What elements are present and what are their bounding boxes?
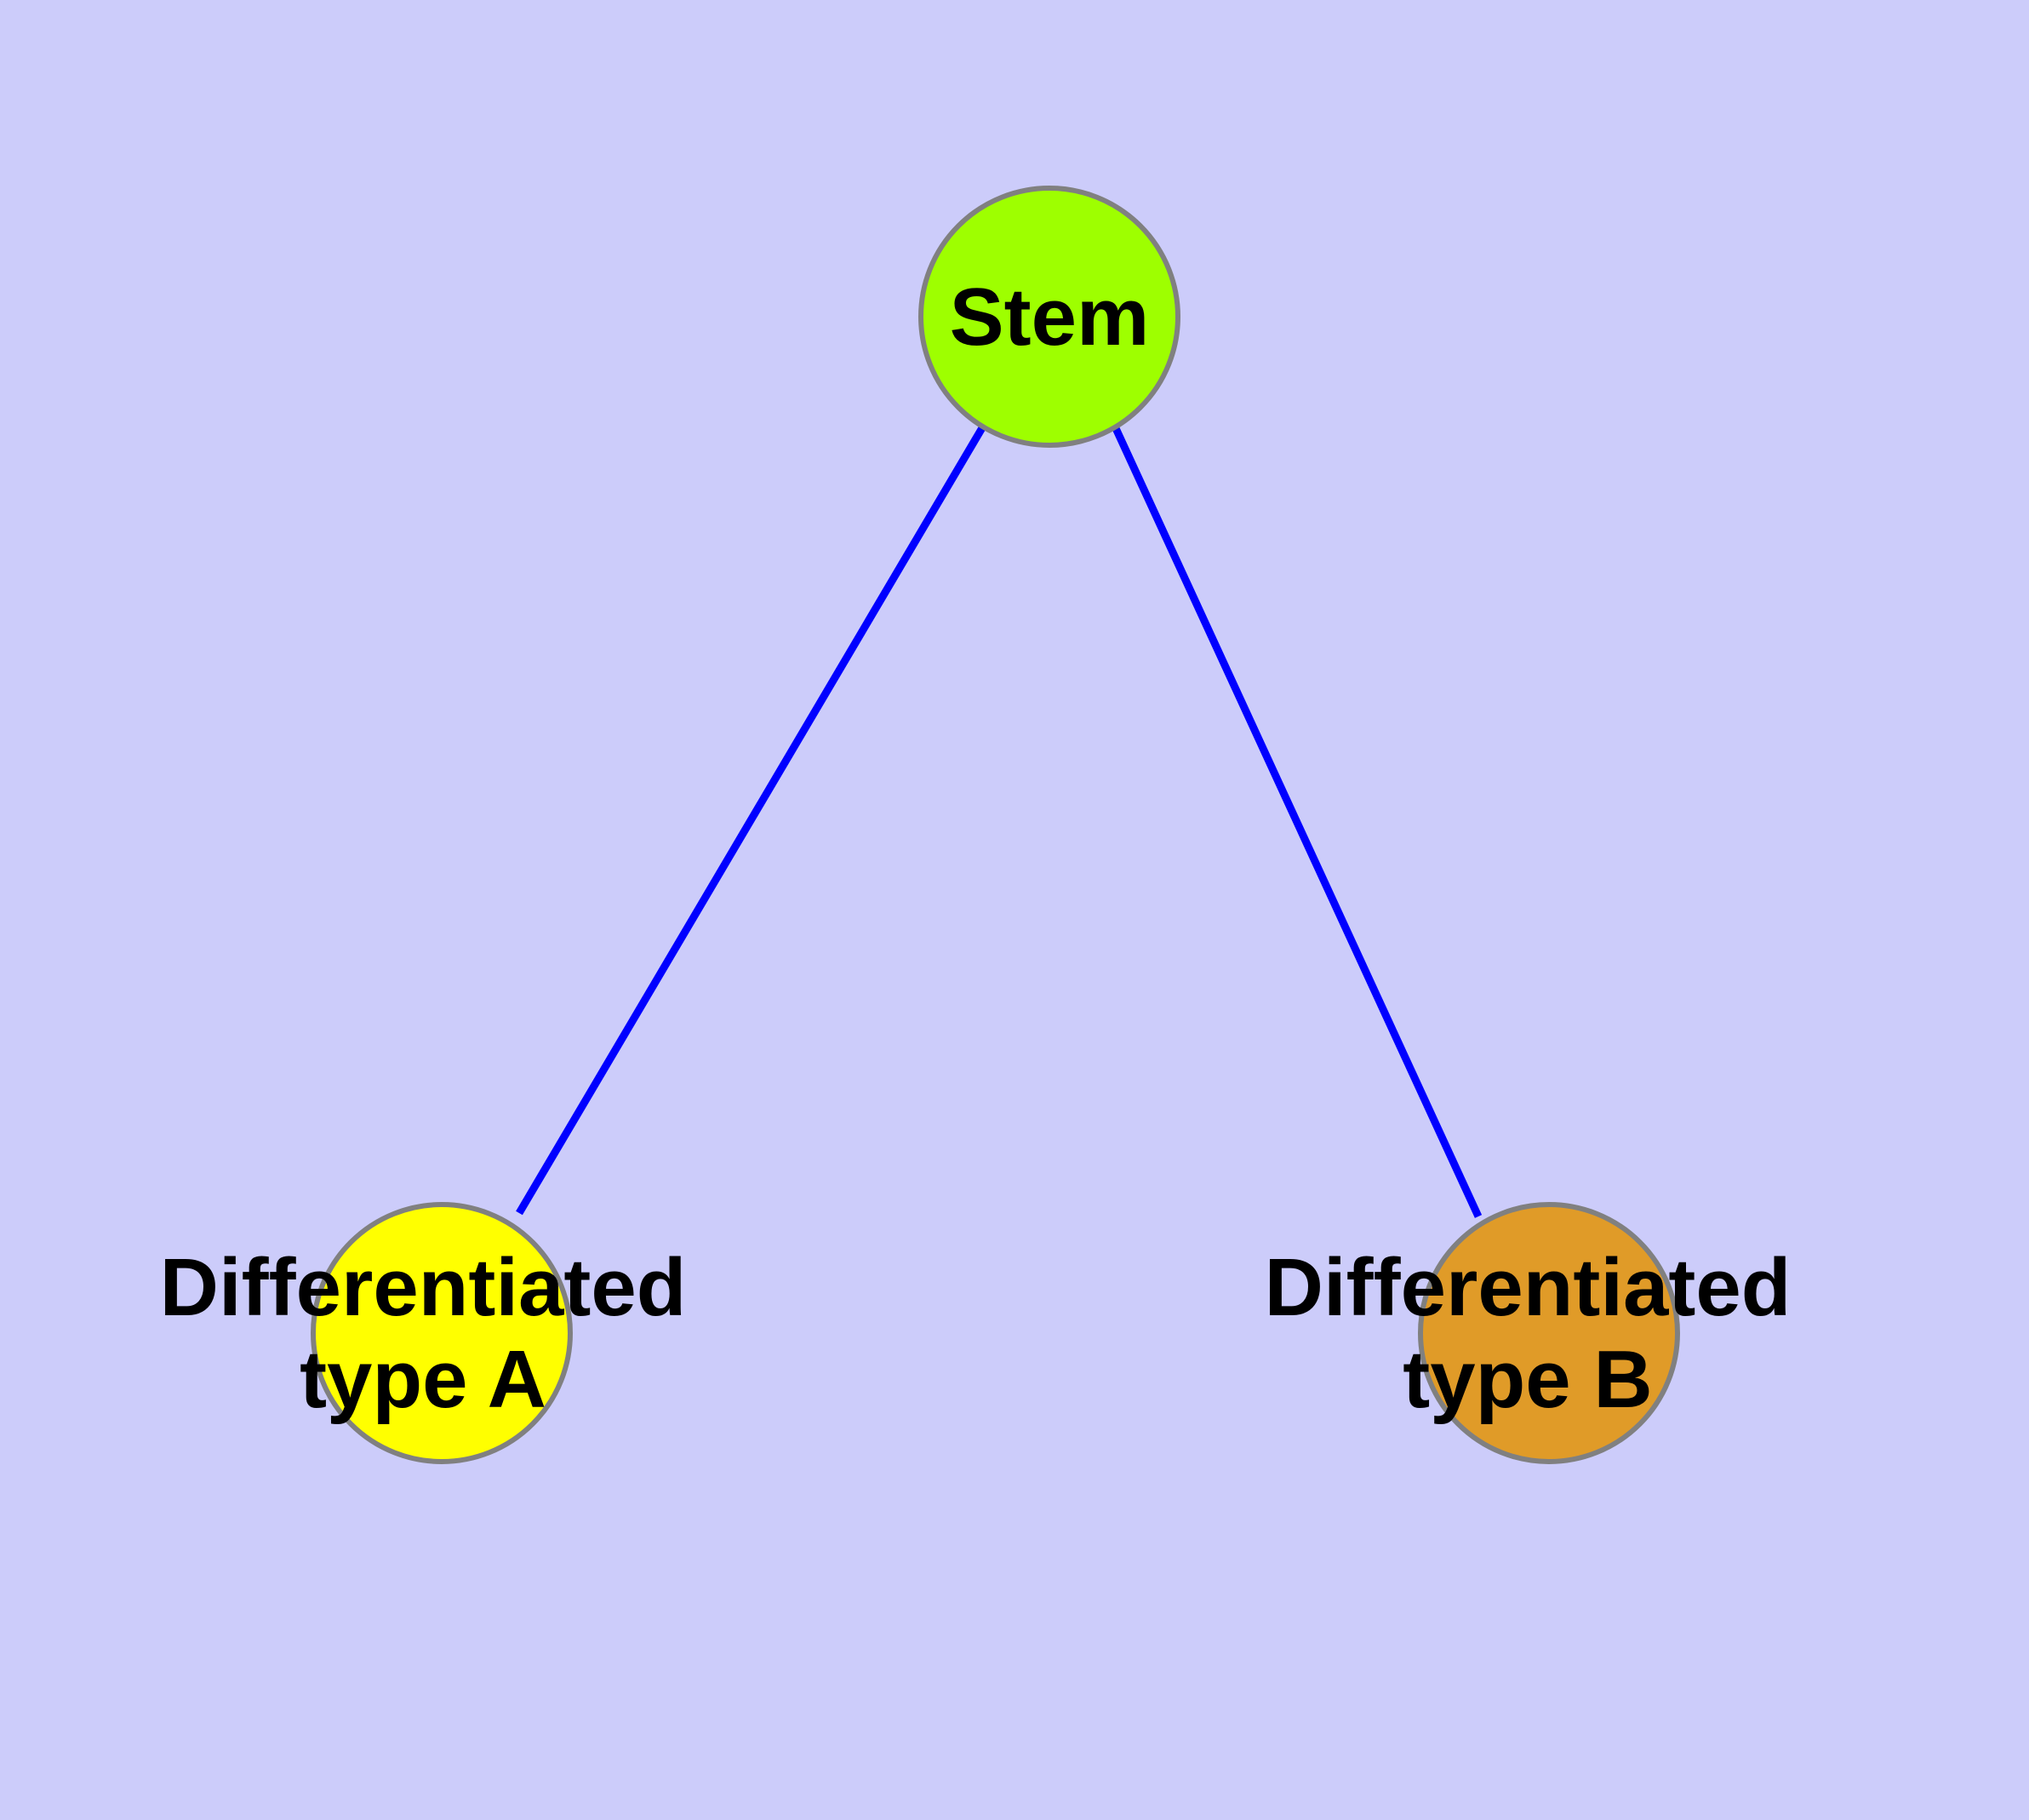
node-label-line: Differentiated [1265,1242,1792,1333]
node-label-stem: Stem [950,272,1150,363]
edge-stem-to-b [1111,425,1483,1218]
edge-stem-to-a [516,424,986,1216]
edges-layer [516,424,1483,1218]
node-label-line: Differentiated [160,1242,687,1333]
node-label-line: Stem [950,272,1150,363]
node-diff_b[interactable] [1418,1202,1680,1464]
node-stem[interactable] [918,186,1180,448]
node-diff_a[interactable] [311,1202,573,1464]
node-label-line: type A [300,1333,546,1424]
node-label-line: type B [1403,1333,1652,1424]
nodes-layer [311,186,1680,1464]
